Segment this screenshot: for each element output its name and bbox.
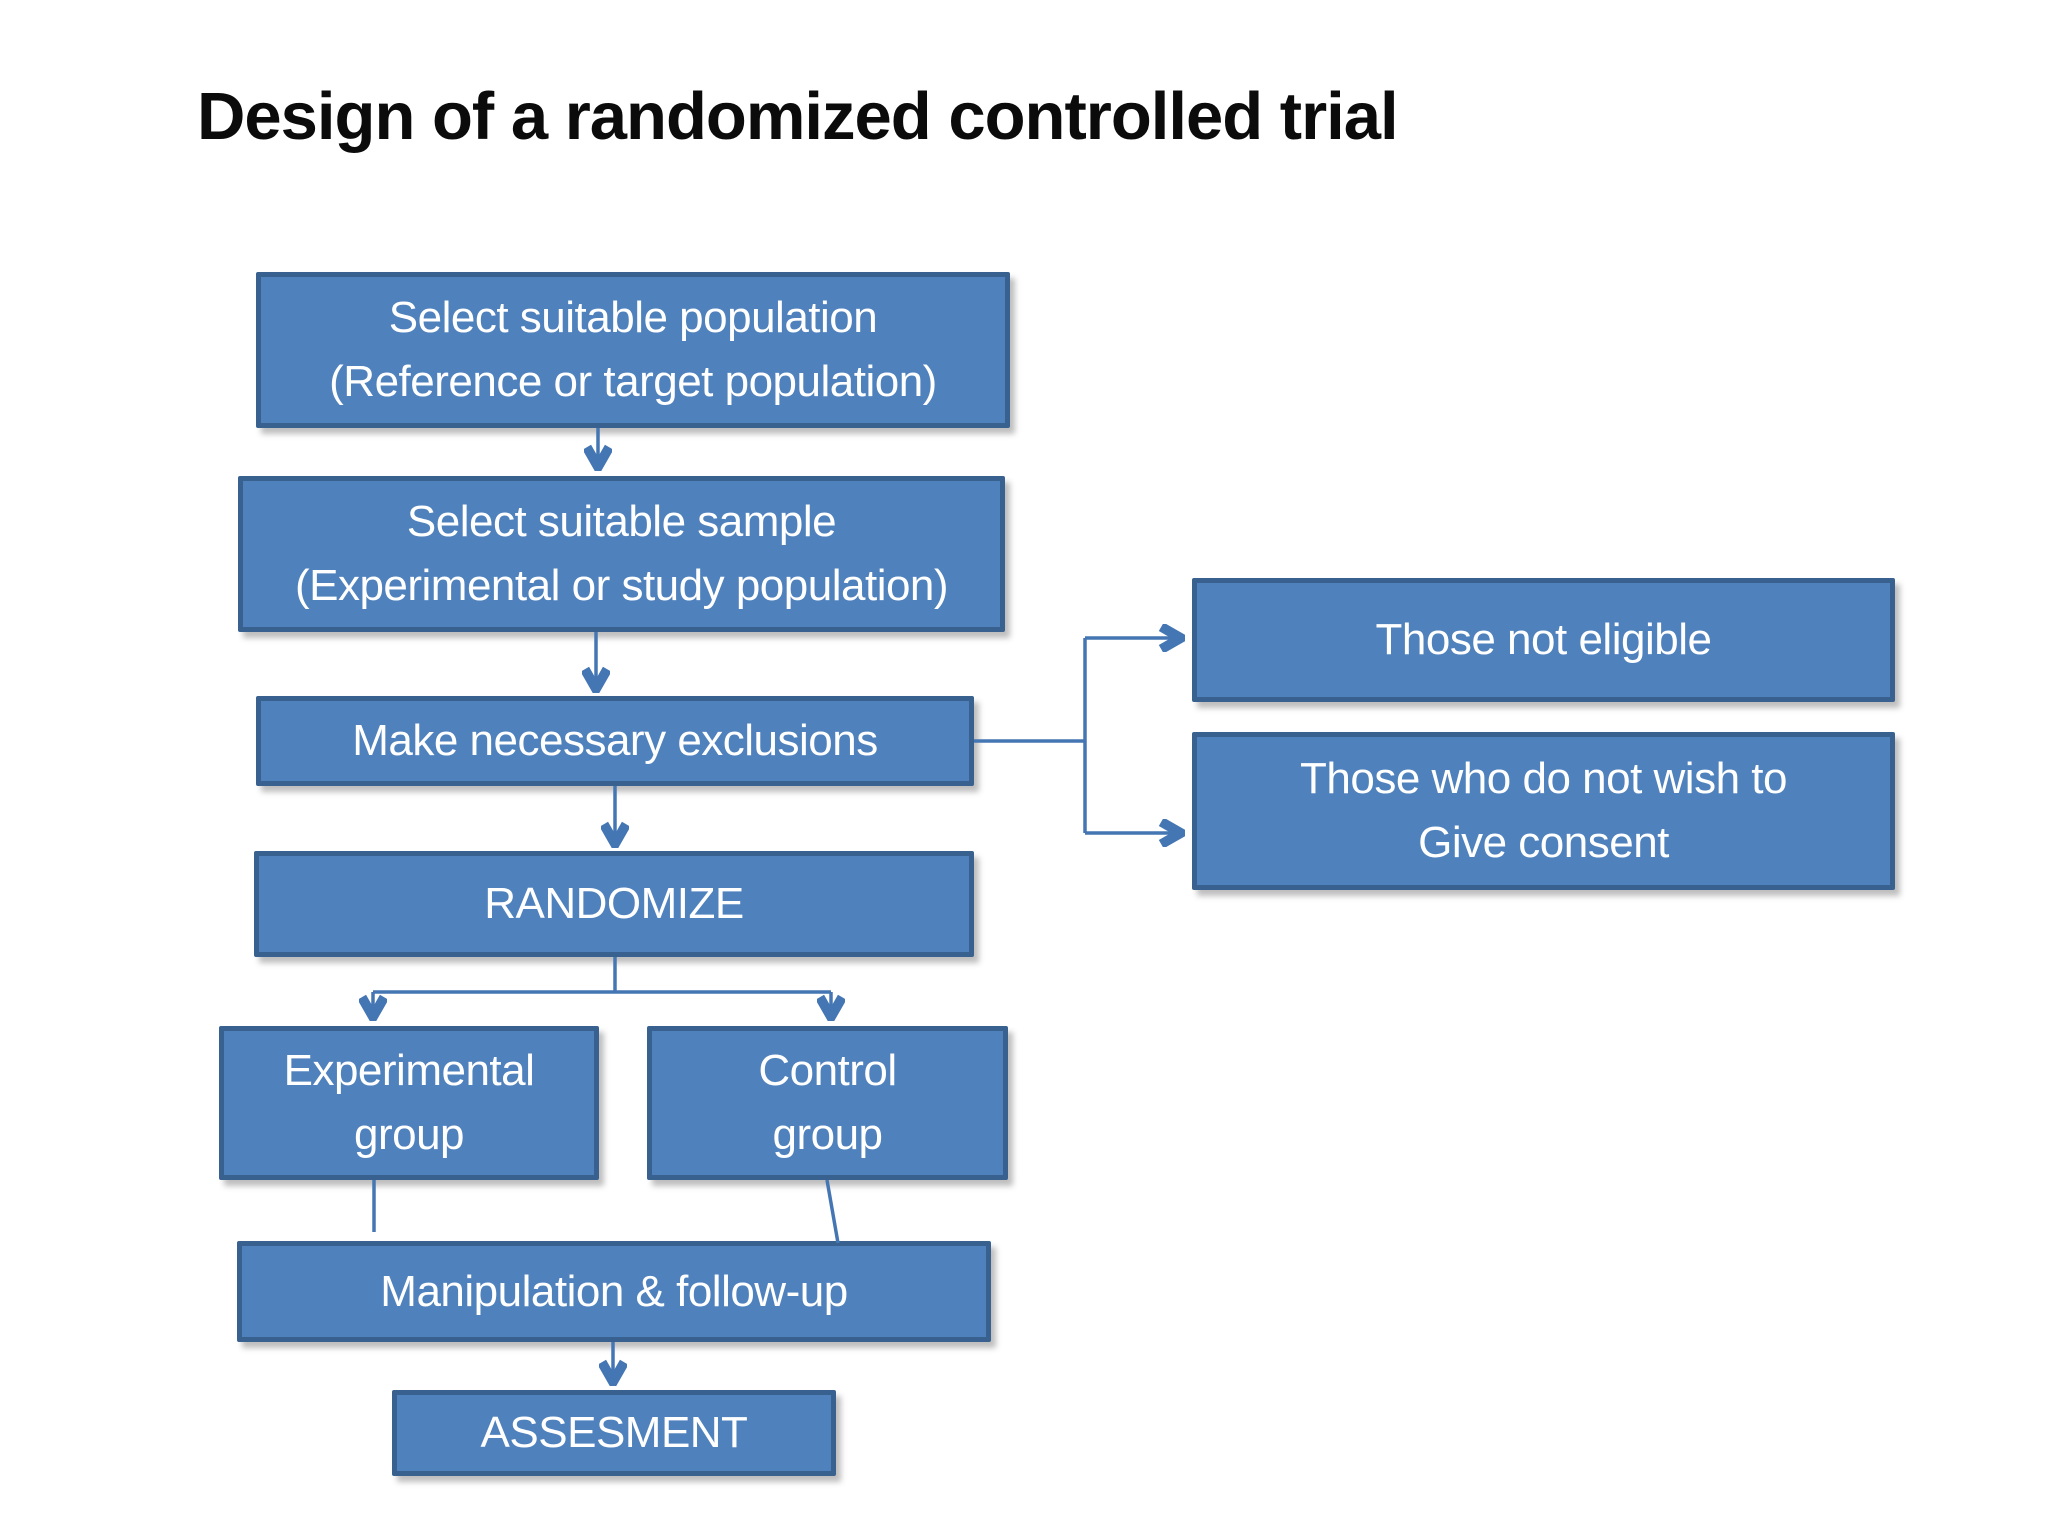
flow-box-randomize: RANDOMIZE: [254, 851, 974, 957]
flow-box-assessment: ASSESMENT: [392, 1390, 836, 1476]
box-line: Select suitable sample: [406, 497, 837, 546]
box-line: ASSESMENT: [480, 1408, 748, 1457]
flow-box-no-consent: Those who do not wish to Give consent: [1192, 732, 1895, 890]
box-line: Manipulation & follow-up: [380, 1266, 848, 1316]
flow-box-experimental-group: Experimental group: [219, 1026, 599, 1180]
box-line: (Experimental or study population): [294, 561, 949, 610]
connector-control-to-manipulation: [825, 1179, 840, 1244]
box-line: Control: [758, 1046, 897, 1095]
box-line: group: [353, 1110, 465, 1159]
box-line: Those who do not wish to: [1300, 754, 1787, 803]
box-line: (Reference or target population): [329, 357, 937, 406]
flow-box-select-sample: Select suitable sample (Experimental or …: [238, 476, 1005, 632]
box-line: Those not eligible: [1375, 615, 1712, 664]
slide-title: Design of a randomized controlled trial: [197, 79, 1399, 154]
flow-box-make-exclusions: Make necessary exclusions: [256, 696, 974, 786]
box-line: group: [772, 1110, 883, 1159]
flow-box-those-not-eligible: Those not eligible: [1192, 578, 1895, 702]
flow-box-control-group: Control group: [647, 1026, 1008, 1180]
flow-box-manipulation-followup: Manipulation & follow-up: [237, 1241, 991, 1342]
flow-box-select-population: Select suitable population (Reference or…: [256, 272, 1010, 428]
box-line: Give consent: [1418, 818, 1669, 867]
box-line: Select suitable population: [388, 293, 878, 342]
box-line: Experimental: [283, 1046, 535, 1095]
box-line: RANDOMIZE: [484, 879, 744, 928]
box-line: Make necessary exclusions: [352, 716, 878, 765]
